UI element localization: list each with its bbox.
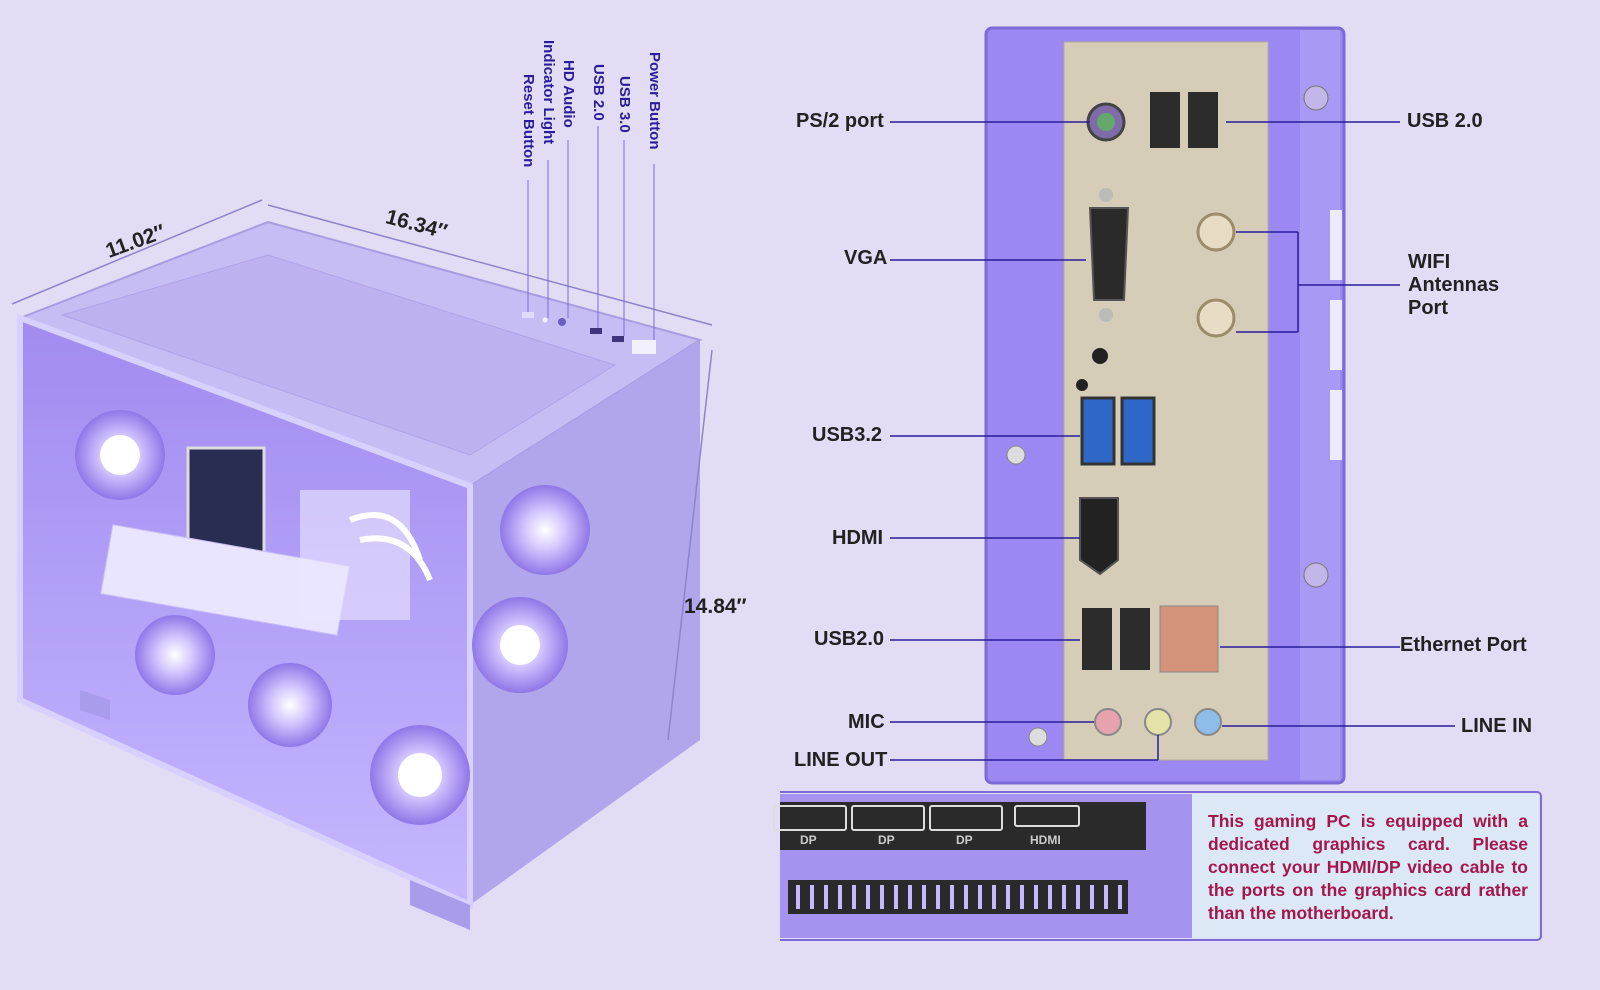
wifi-antenna-1 — [1196, 212, 1236, 252]
label-mic: MIC — [848, 711, 885, 733]
case-side-right — [470, 340, 700, 905]
label-line-out: LINE OUT — [794, 749, 888, 771]
wifi-antenna-2 — [1196, 298, 1236, 338]
power-button-label: Power Button — [646, 52, 663, 150]
line-out-jack — [1144, 708, 1172, 736]
label-line-in: LINE IN — [1461, 715, 1533, 737]
gpu-port-label-hdmi: HDMI — [1030, 833, 1061, 847]
usb2-bottom-port-1 — [1082, 608, 1112, 670]
cables — [348, 512, 433, 582]
gpu-port-dp-2 — [851, 805, 925, 831]
motherboard — [300, 490, 410, 620]
hd-audio-jack — [558, 318, 566, 326]
power-button — [632, 340, 656, 354]
reset-button — [522, 312, 534, 318]
usb3-front-label: USB 3.0 — [616, 76, 633, 133]
line-in-jack — [1194, 708, 1222, 736]
fans — [75, 410, 590, 825]
gpu-port-dp-3 — [929, 805, 1003, 831]
note-background — [1192, 794, 1539, 938]
label-ps2-port: PS/2 port — [796, 110, 884, 132]
usb2-top-port-2 — [1188, 92, 1218, 148]
label-usb20-bottom: USB2.0 — [814, 628, 885, 650]
pc-case-illustration — [11, 126, 713, 930]
indicator-light-label: Indicator Light — [540, 40, 557, 145]
gpu-port-label-dp-2: DP — [878, 833, 895, 847]
hdmi-port — [1079, 497, 1119, 576]
ethernet-port — [1159, 605, 1219, 673]
vga-port — [1088, 207, 1130, 301]
label-wifi: WIFI Antennas Port — [1408, 251, 1499, 320]
label-usb20-top: USB 2.0 — [1407, 110, 1483, 132]
gpu-port-label-dp-3: DP — [956, 833, 973, 847]
gpu-port-dp-1 — [773, 805, 847, 831]
gpu-port-label-dp-1: DP — [800, 833, 817, 847]
usb32-port-1 — [1080, 396, 1116, 466]
indicator-light — [542, 317, 548, 323]
mic-jack — [1094, 708, 1122, 736]
usb2-front-label: USB 2.0 — [590, 64, 607, 121]
usb2-bottom-port-2 — [1120, 608, 1150, 670]
label-usb32: USB3.2 — [812, 424, 883, 446]
label-wifi-line-1: WIFI — [1408, 251, 1451, 273]
usb32-port-2 — [1120, 396, 1156, 466]
label-ethernet-port: Ethernet Port — [1400, 634, 1527, 656]
reset-button-label: Reset Button — [520, 74, 537, 168]
gpu-port-hdmi — [1014, 805, 1080, 827]
label-hdmi: HDMI — [832, 527, 884, 549]
rear-io-illustration — [780, 26, 1542, 941]
hd-audio-label: HD Audio — [560, 60, 577, 128]
label-wifi-line-3: Port — [1408, 297, 1448, 319]
height-label: 14.84″ — [684, 595, 747, 618]
label-wifi-line-2: Antennas — [1408, 274, 1500, 296]
top-mesh — [60, 254, 617, 456]
label-vga: VGA — [844, 247, 888, 269]
usb3-port-front — [612, 336, 624, 342]
usb2-port-front — [590, 328, 602, 334]
usb2-top-port-1 — [1150, 92, 1180, 148]
gpu-note-text: This gaming PC is equipped with a dedica… — [1208, 811, 1528, 923]
